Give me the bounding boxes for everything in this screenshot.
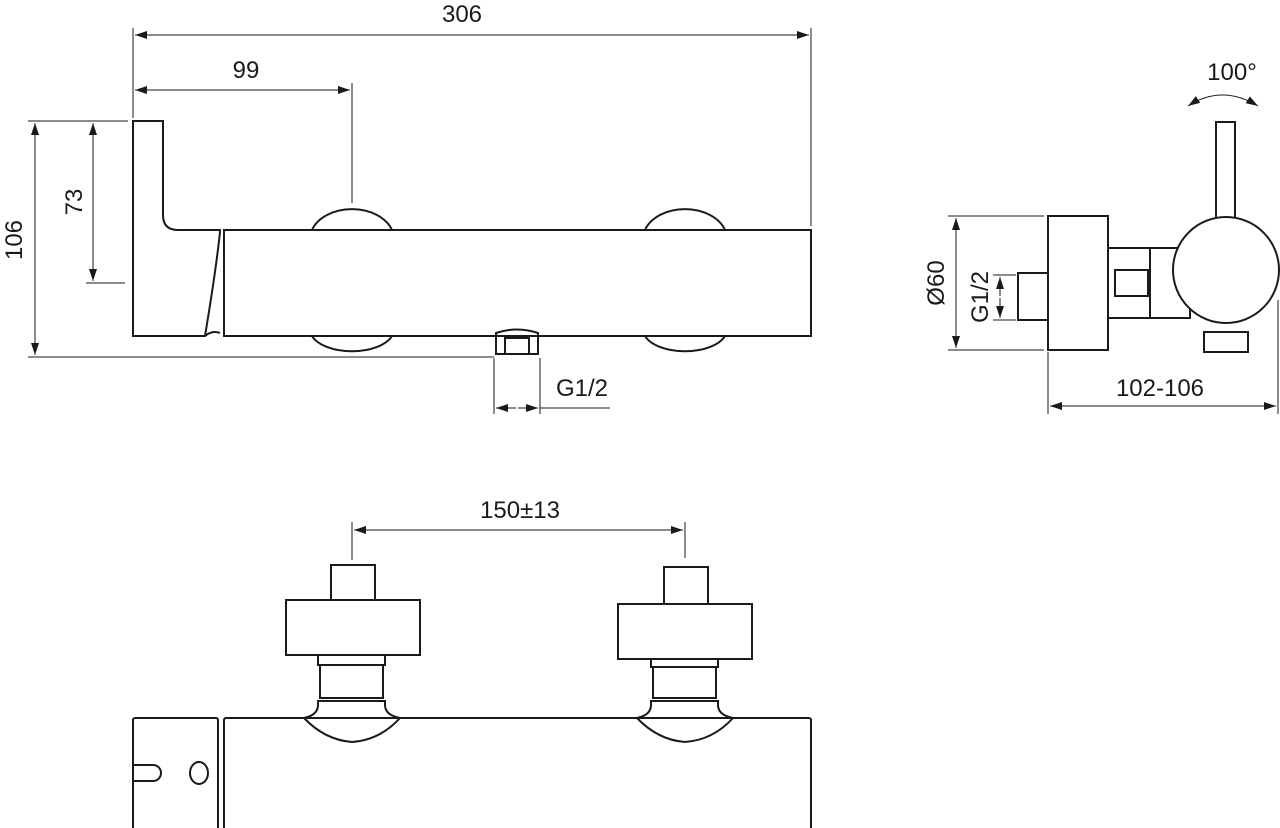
- dimension-depth: 102-106: [1047, 300, 1279, 414]
- dim-label-106: 106: [1, 220, 28, 260]
- dim-label-diameter: Ø60: [923, 260, 950, 305]
- mixer-body-top: [132, 564, 812, 828]
- dimension-diameter-60: Ø60: [923, 215, 1044, 351]
- side-view: 100° Ø60 G1/2 10: [923, 59, 1280, 414]
- rotation-angle: 100°: [1187, 59, 1259, 107]
- angle-label: 100°: [1207, 59, 1257, 86]
- dimension-106: 106: [1, 120, 494, 358]
- dimension-73: 73: [61, 123, 125, 284]
- dimension-inlet-thread: G1/2: [967, 271, 1016, 323]
- dimension-306: 306: [132, 1, 812, 226]
- dim-label-g12-outlet: G1/2: [556, 375, 608, 402]
- dim-label-73: 73: [61, 189, 88, 216]
- mixer-body-side: [1017, 121, 1280, 353]
- dim-label-g12-inlet: G1/2: [967, 271, 994, 323]
- dim-label-spacing: 150±13: [480, 497, 560, 524]
- dimension-outlet-thread: G1/2: [493, 358, 610, 414]
- top-view: 150±13: [132, 497, 812, 828]
- dimension-99: 99: [135, 57, 353, 203]
- mixer-body-front: [132, 120, 812, 355]
- dimension-inlet-spacing: 150±13: [351, 497, 686, 560]
- dim-label-depth: 102-106: [1116, 375, 1204, 402]
- front-view: 306 99 106 73: [1, 1, 812, 414]
- dim-label-99: 99: [233, 57, 260, 84]
- dim-label-306: 306: [442, 1, 482, 28]
